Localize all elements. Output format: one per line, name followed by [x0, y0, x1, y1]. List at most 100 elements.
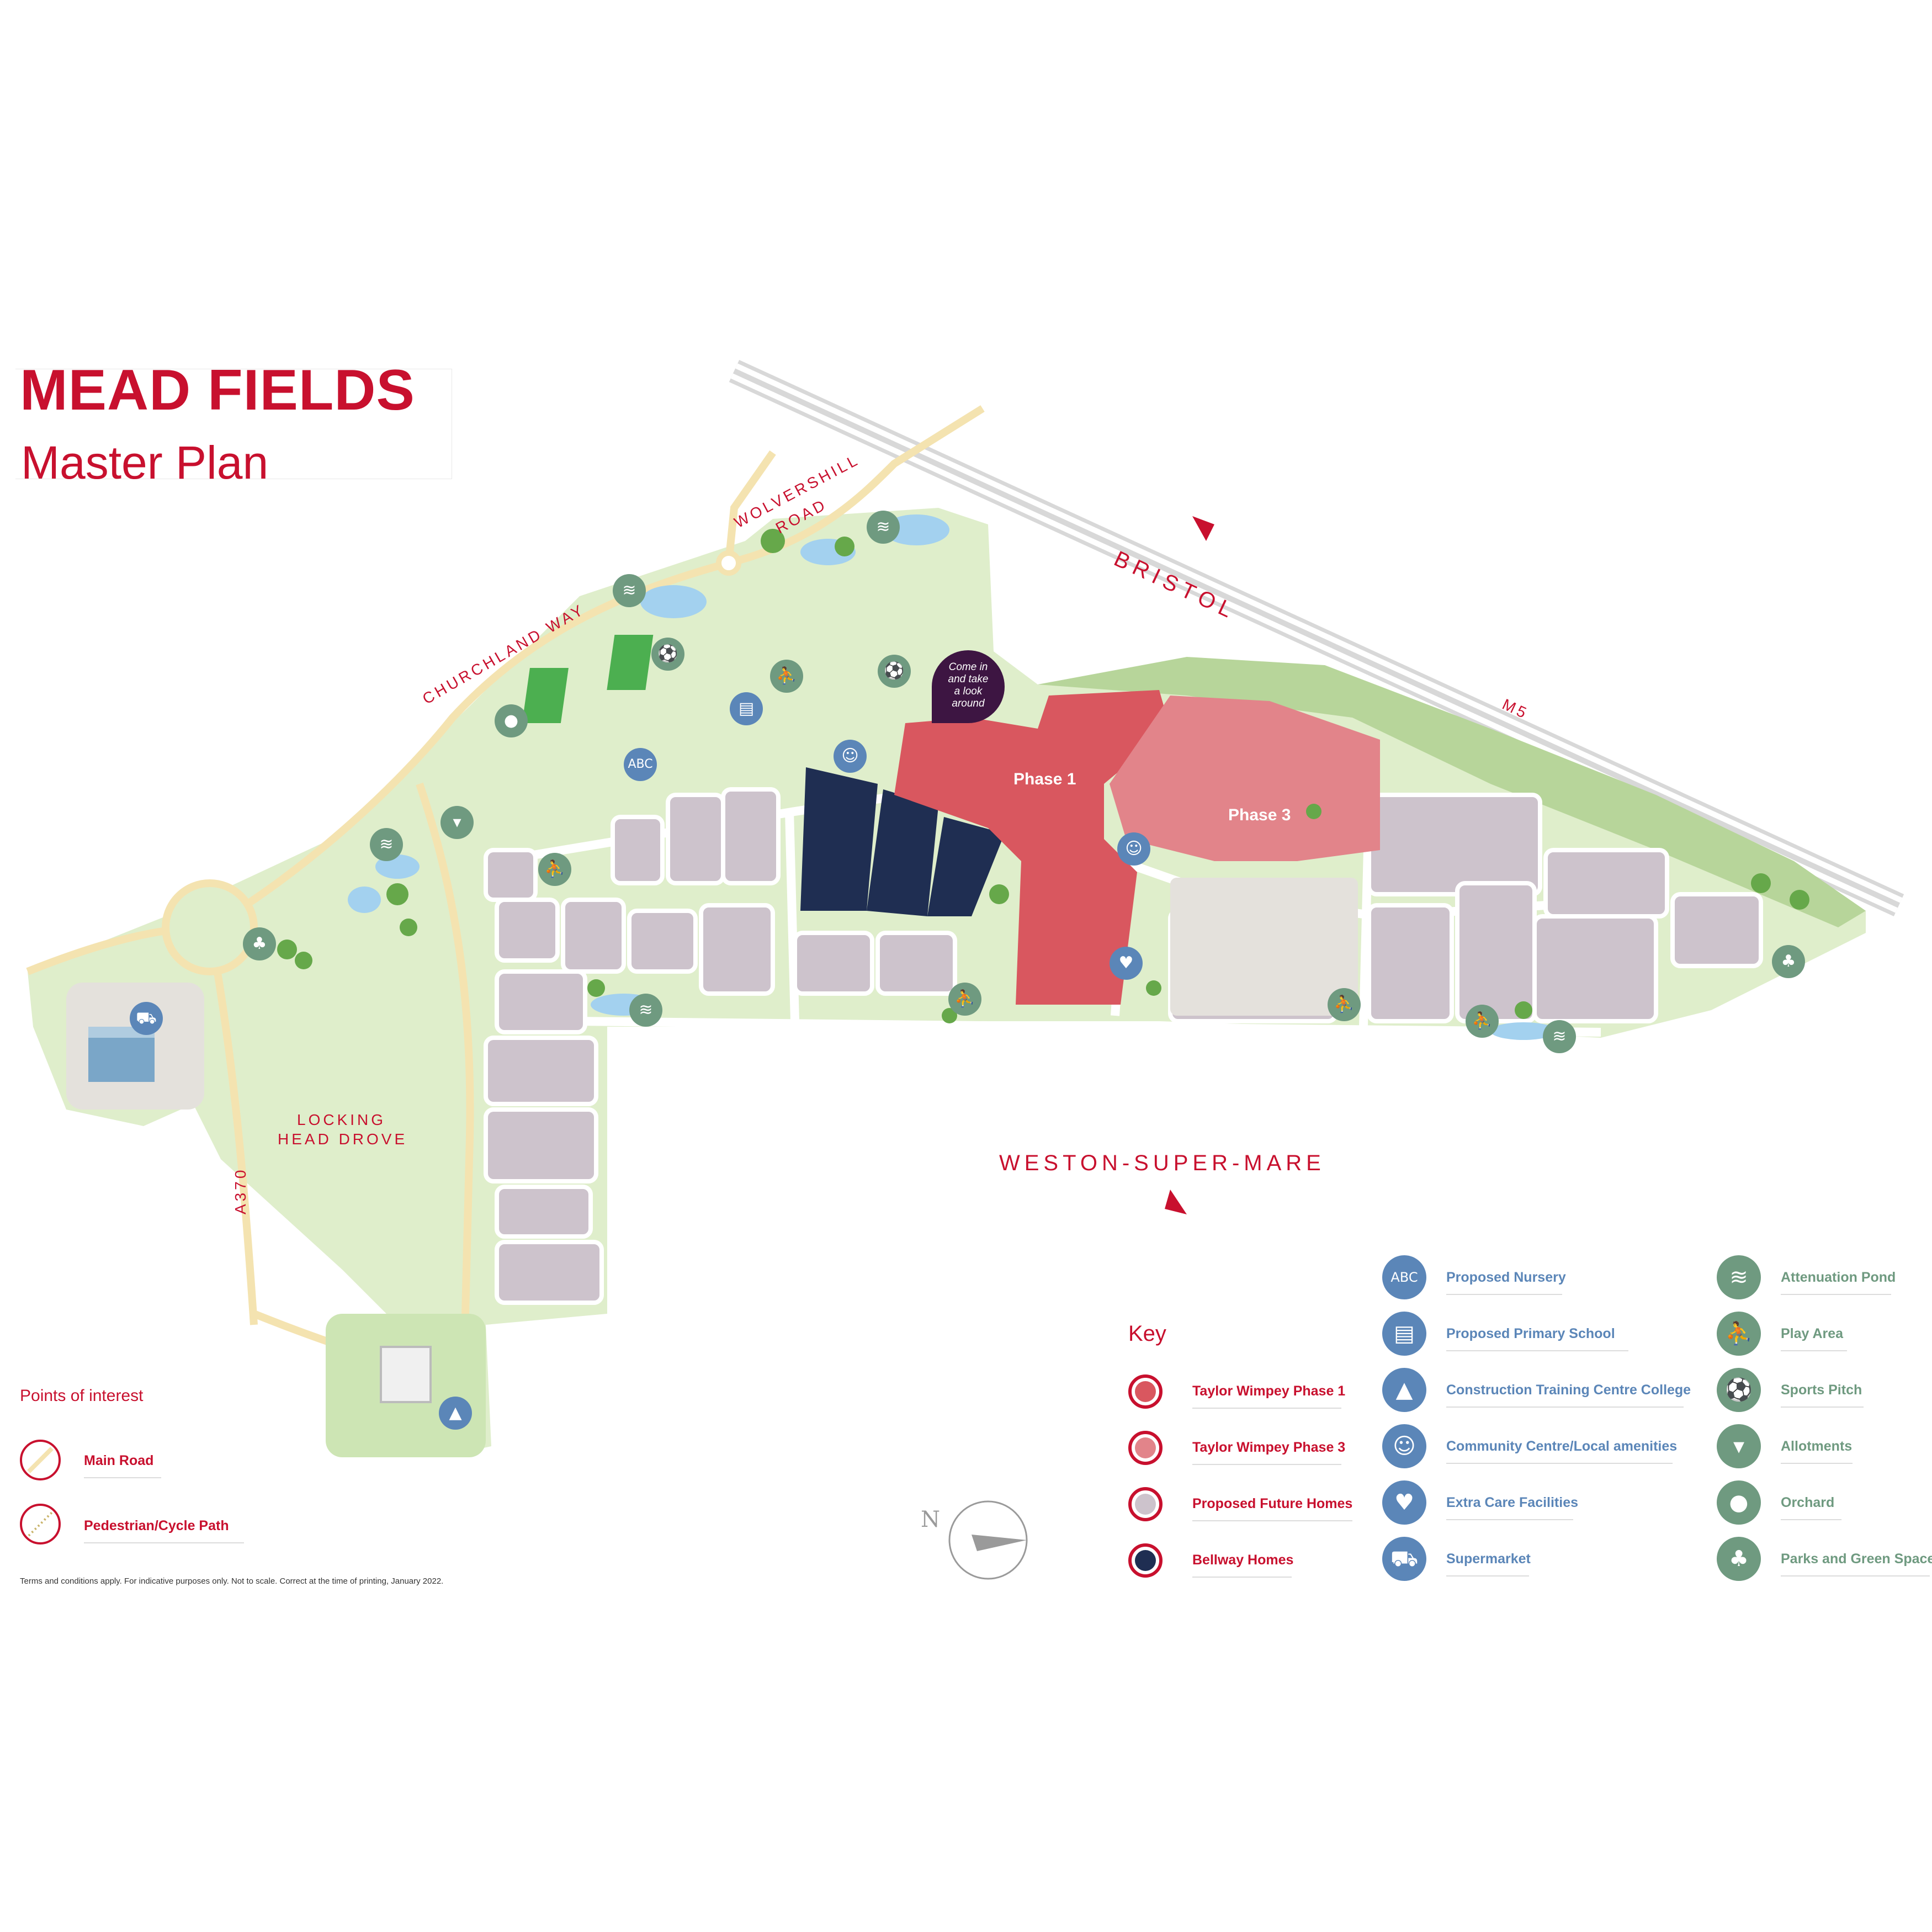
weston-arrow-icon — [1165, 1190, 1187, 1214]
apple-icon: ● — [1717, 1480, 1761, 1525]
divider — [84, 1477, 161, 1478]
green-label-orchard: Orchard — [1781, 1495, 1835, 1510]
phase1-area — [894, 690, 1170, 1005]
orchard-icon: ● — [495, 704, 528, 737]
bristol-arrow-icon — [1192, 516, 1214, 541]
divider — [1446, 1294, 1562, 1295]
callout-text-4: around — [952, 698, 985, 709]
play-area-icon: ⛹ — [1466, 1005, 1499, 1038]
play-area-icon: ⛹ — [538, 853, 571, 886]
amenity-label-primary-school: Proposed Primary School — [1446, 1326, 1615, 1341]
play-area-icon: ⛹ — [1328, 988, 1361, 1021]
amenity-label-nursery: Proposed Nursery — [1446, 1270, 1566, 1285]
supermarket-cart-icon: ⛟ — [130, 1002, 163, 1035]
attenuation-pond-icon: ≋ — [613, 574, 646, 607]
key-label-phase1: Taylor Wimpey Phase 1 — [1192, 1383, 1346, 1399]
divider — [1781, 1406, 1864, 1408]
compass-n-label: N — [921, 1507, 940, 1532]
phase3-swatch — [1128, 1431, 1163, 1465]
divider — [1192, 1520, 1352, 1521]
heart-hand-icon: ♥ — [1382, 1480, 1426, 1525]
community-people-icon: ☺ — [834, 740, 867, 773]
cart-icon: ⛟ — [1382, 1537, 1426, 1581]
attenuation-pond-icon: ≋ — [629, 994, 662, 1027]
key-label-future-homes: Proposed Future Homes — [1192, 1496, 1353, 1511]
phase1-swatch — [1128, 1374, 1163, 1409]
allotments-icon: ▾ — [440, 806, 474, 839]
park-icon: ♣ — [243, 927, 276, 960]
sports-pitches — [522, 635, 654, 723]
main-road-legend-icon — [20, 1440, 61, 1480]
waves-icon: ≋ — [1717, 1255, 1761, 1299]
compass — [948, 1500, 1028, 1580]
supermarket-site — [66, 983, 204, 1110]
nursery-blocks-icon: ABC — [624, 748, 657, 781]
title-box — [15, 369, 452, 479]
divider — [84, 1542, 244, 1543]
roundabouts — [162, 550, 741, 975]
trees — [277, 529, 1809, 1023]
green-label-parks: Parks and Green Space — [1781, 1551, 1932, 1567]
green-label-sports-pitch: Sports Pitch — [1781, 1382, 1862, 1398]
divider — [1192, 1408, 1341, 1409]
blocks-icon: ABC — [1382, 1255, 1426, 1299]
woodland-strip — [1038, 657, 1866, 927]
divider — [1192, 1464, 1341, 1465]
book-icon: ▤ — [1382, 1312, 1426, 1356]
divider — [1781, 1350, 1847, 1351]
m5-motorway — [729, 360, 1904, 916]
key-heading: Key — [1128, 1321, 1166, 1346]
bellway-homes-blocks — [800, 767, 1005, 916]
divider — [1446, 1350, 1628, 1351]
page-title: MEAD FIELDS — [20, 358, 415, 422]
local-centre-area — [1170, 878, 1358, 1016]
divider — [1446, 1406, 1684, 1408]
key-label-phase3: Taylor Wimpey Phase 3 — [1192, 1440, 1346, 1455]
callout-text-3: a look — [954, 686, 983, 697]
main-road-legend-label: Main Road — [84, 1453, 154, 1468]
page-subtitle: Master Plan — [21, 437, 269, 489]
future-homes-swatch — [1128, 1487, 1163, 1521]
divider — [1781, 1463, 1853, 1464]
bellway-swatch — [1128, 1543, 1163, 1578]
divider — [1446, 1463, 1673, 1464]
graduation-cap-icon: ▲ — [1382, 1368, 1426, 1412]
play-area-icon: ⛹ — [948, 983, 981, 1016]
divider — [1446, 1575, 1529, 1577]
attenuation-pond-icon: ≋ — [1543, 1020, 1576, 1053]
cycle-path-legend-label: Pedestrian/Cycle Path — [84, 1518, 229, 1533]
slide-icon: ⛹ — [1717, 1312, 1761, 1356]
green-label-attenuation-pond: Attenuation Pond — [1781, 1270, 1896, 1285]
phase3-area — [1110, 696, 1380, 861]
amenity-label-extra-care: Extra Care Facilities — [1446, 1495, 1579, 1510]
green-label-play-area: Play Area — [1781, 1326, 1844, 1341]
key-label-bellway: Bellway Homes — [1192, 1552, 1294, 1568]
play-area-icon: ⛹ — [770, 660, 803, 693]
attenuation-pond-icon: ≋ — [867, 511, 900, 544]
extra-care-heart-icon: ♥ — [1110, 947, 1143, 980]
tree-icon: ♣ — [1717, 1537, 1761, 1581]
locking-head-drove-label-2: HEAD DROVE — [278, 1130, 408, 1148]
community-people-icon: ☺ — [1117, 832, 1150, 866]
divider — [1446, 1519, 1573, 1520]
points-of-interest-heading: Points of interest — [20, 1387, 144, 1405]
college-site — [326, 1314, 486, 1457]
a370-label: A370 — [232, 1167, 249, 1214]
amenity-label-supermarket: Supermarket — [1446, 1551, 1531, 1567]
sports-pitch-icon: ⚽ — [878, 655, 911, 688]
cycle-path-legend-icon — [20, 1504, 61, 1544]
carrot-icon: ▾ — [1717, 1424, 1761, 1468]
attenuation-pond-icon: ≋ — [370, 828, 403, 861]
divider — [1781, 1519, 1841, 1520]
green-label-allotments: Allotments — [1781, 1439, 1853, 1454]
amenity-label-college: Construction Training Centre College — [1446, 1382, 1691, 1398]
locking-head-drove-label-1: LOCKING — [297, 1111, 386, 1128]
callout-text-1: Come in — [948, 661, 988, 673]
people-icon: ☺ — [1382, 1424, 1426, 1468]
callout-pin: Come in and take a look around — [932, 650, 1005, 723]
college-cap-icon: ▲ — [439, 1397, 472, 1430]
football-icon: ⚽ — [1717, 1368, 1761, 1412]
disclaimer: Terms and conditions apply. For indicati… — [20, 1577, 444, 1586]
weston-super-mare-label: WESTON-SUPER-MARE — [999, 1151, 1325, 1175]
